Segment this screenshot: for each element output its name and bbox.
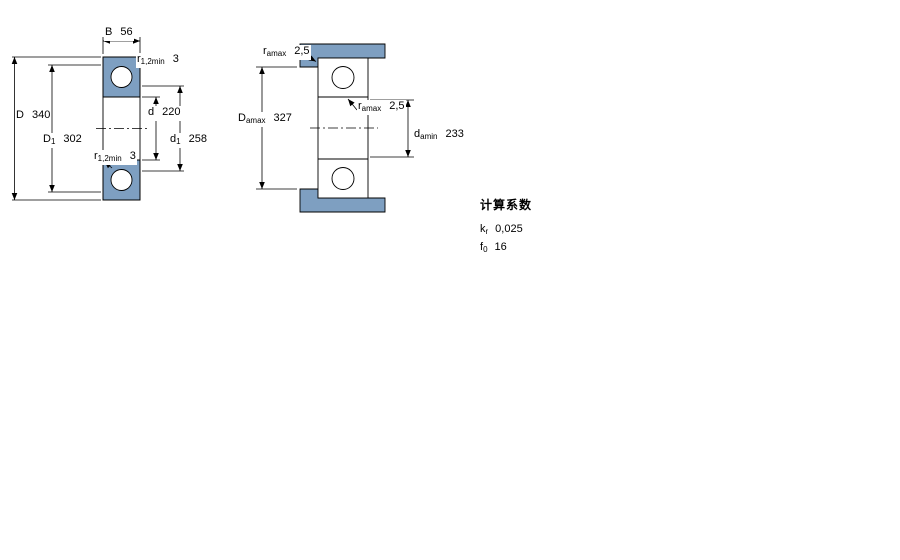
dim-label-d1: d1 258 [169, 133, 208, 148]
calculation-factors-block: 计算系数 kr 0,025 f0 16 [480, 196, 532, 259]
right-ring-boundary-lines [318, 96, 368, 160]
dim-D1-symbol: D [43, 133, 51, 145]
factor-kr-value: 0,025 [495, 223, 523, 235]
calculation-factors-title: 计算系数 [480, 198, 533, 212]
dim-r12-bottom-subscript: 1,2min [97, 154, 122, 163]
dim-Damax-subscript: amax [245, 116, 266, 125]
dim-d-symbol: d [148, 106, 155, 118]
dim-D1-value: 302 [63, 133, 82, 145]
dim-B-value: 56 [120, 26, 133, 38]
dim-d1-symbol: d [170, 133, 177, 145]
dim-ramax-mid-value: 2,5 [389, 100, 405, 112]
dim-lines-Damax [256, 66, 297, 190]
dim-label-D1: D1 302 [42, 133, 83, 148]
dim-label-B: B 56 [104, 26, 134, 41]
left-bearing-cross-section [11, 37, 184, 201]
dim-label-d: d 220 [147, 106, 182, 121]
dim-Damax-value: 327 [273, 112, 292, 124]
dim-lines-D [11, 56, 101, 201]
dim-ramax-top-symbol: r [263, 45, 267, 57]
dim-ramax-mid-subscript: amax [361, 104, 382, 113]
dim-label-D: D 340 [15, 109, 52, 124]
ball-bottom [110, 169, 133, 191]
dim-B-symbol: B [105, 26, 113, 38]
dim-r12-top-symbol: r [137, 53, 141, 65]
dim-r12-top-subscript: 1,2min [140, 57, 165, 66]
dim-r12-bottom-value: 3 [129, 150, 136, 162]
ball-top [110, 66, 133, 88]
factor-row-kr: kr 0,025 [480, 223, 532, 236]
right-abutment-sections [299, 43, 386, 213]
dim-d-value: 220 [162, 106, 181, 118]
factor-row-f0: f0 16 [480, 241, 532, 254]
dim-r12-bottom-symbol: r [94, 150, 98, 162]
dim-lines-d1 [142, 85, 184, 172]
dim-damin-value: 233 [445, 128, 464, 140]
dim-damin-subscript: amin [420, 132, 438, 141]
dim-ramax-mid-symbol: r [358, 100, 362, 112]
factor-f0-subscript: 0 [483, 245, 488, 254]
right-mounting-drawing [256, 43, 414, 213]
dim-ramax-top-value: 2,5 [294, 45, 310, 57]
factor-f0-symbol: f [480, 241, 484, 253]
right-ball-top [331, 66, 355, 89]
dim-label-damin: damin 233 [413, 128, 465, 143]
dim-d1-value: 258 [188, 133, 207, 145]
dim-Damax-symbol: D [238, 112, 246, 124]
factor-kr-symbol: k [480, 223, 486, 235]
dim-label-r12-top: r1,2min 3 [136, 53, 180, 68]
dim-ramax-top-subscript: amax [266, 49, 287, 58]
dim-D-value: 340 [31, 109, 51, 121]
dim-lines-D1 [48, 64, 101, 193]
dim-d1-subscript: 1 [176, 137, 181, 146]
dim-label-Damax: Damax 327 [237, 112, 293, 127]
dim-D1-subscript: 1 [50, 137, 56, 146]
right-ball-bottom [331, 167, 355, 190]
leader-ramax-mid [347, 98, 358, 111]
factor-f0-value: 16 [494, 241, 507, 253]
dim-label-ramax-top: ramax 2,5 [262, 45, 311, 60]
dim-lines-B [102, 37, 141, 54]
factor-kr-subscript: r [485, 227, 489, 236]
dim-label-r12-bottom: r1,2min 3 [93, 150, 137, 165]
dim-label-ramax-mid: ramax 2,5 [357, 100, 406, 115]
dim-r12-top-value: 3 [172, 53, 179, 65]
dim-D-symbol: D [16, 109, 24, 121]
dim-damin-symbol: d [414, 128, 421, 140]
